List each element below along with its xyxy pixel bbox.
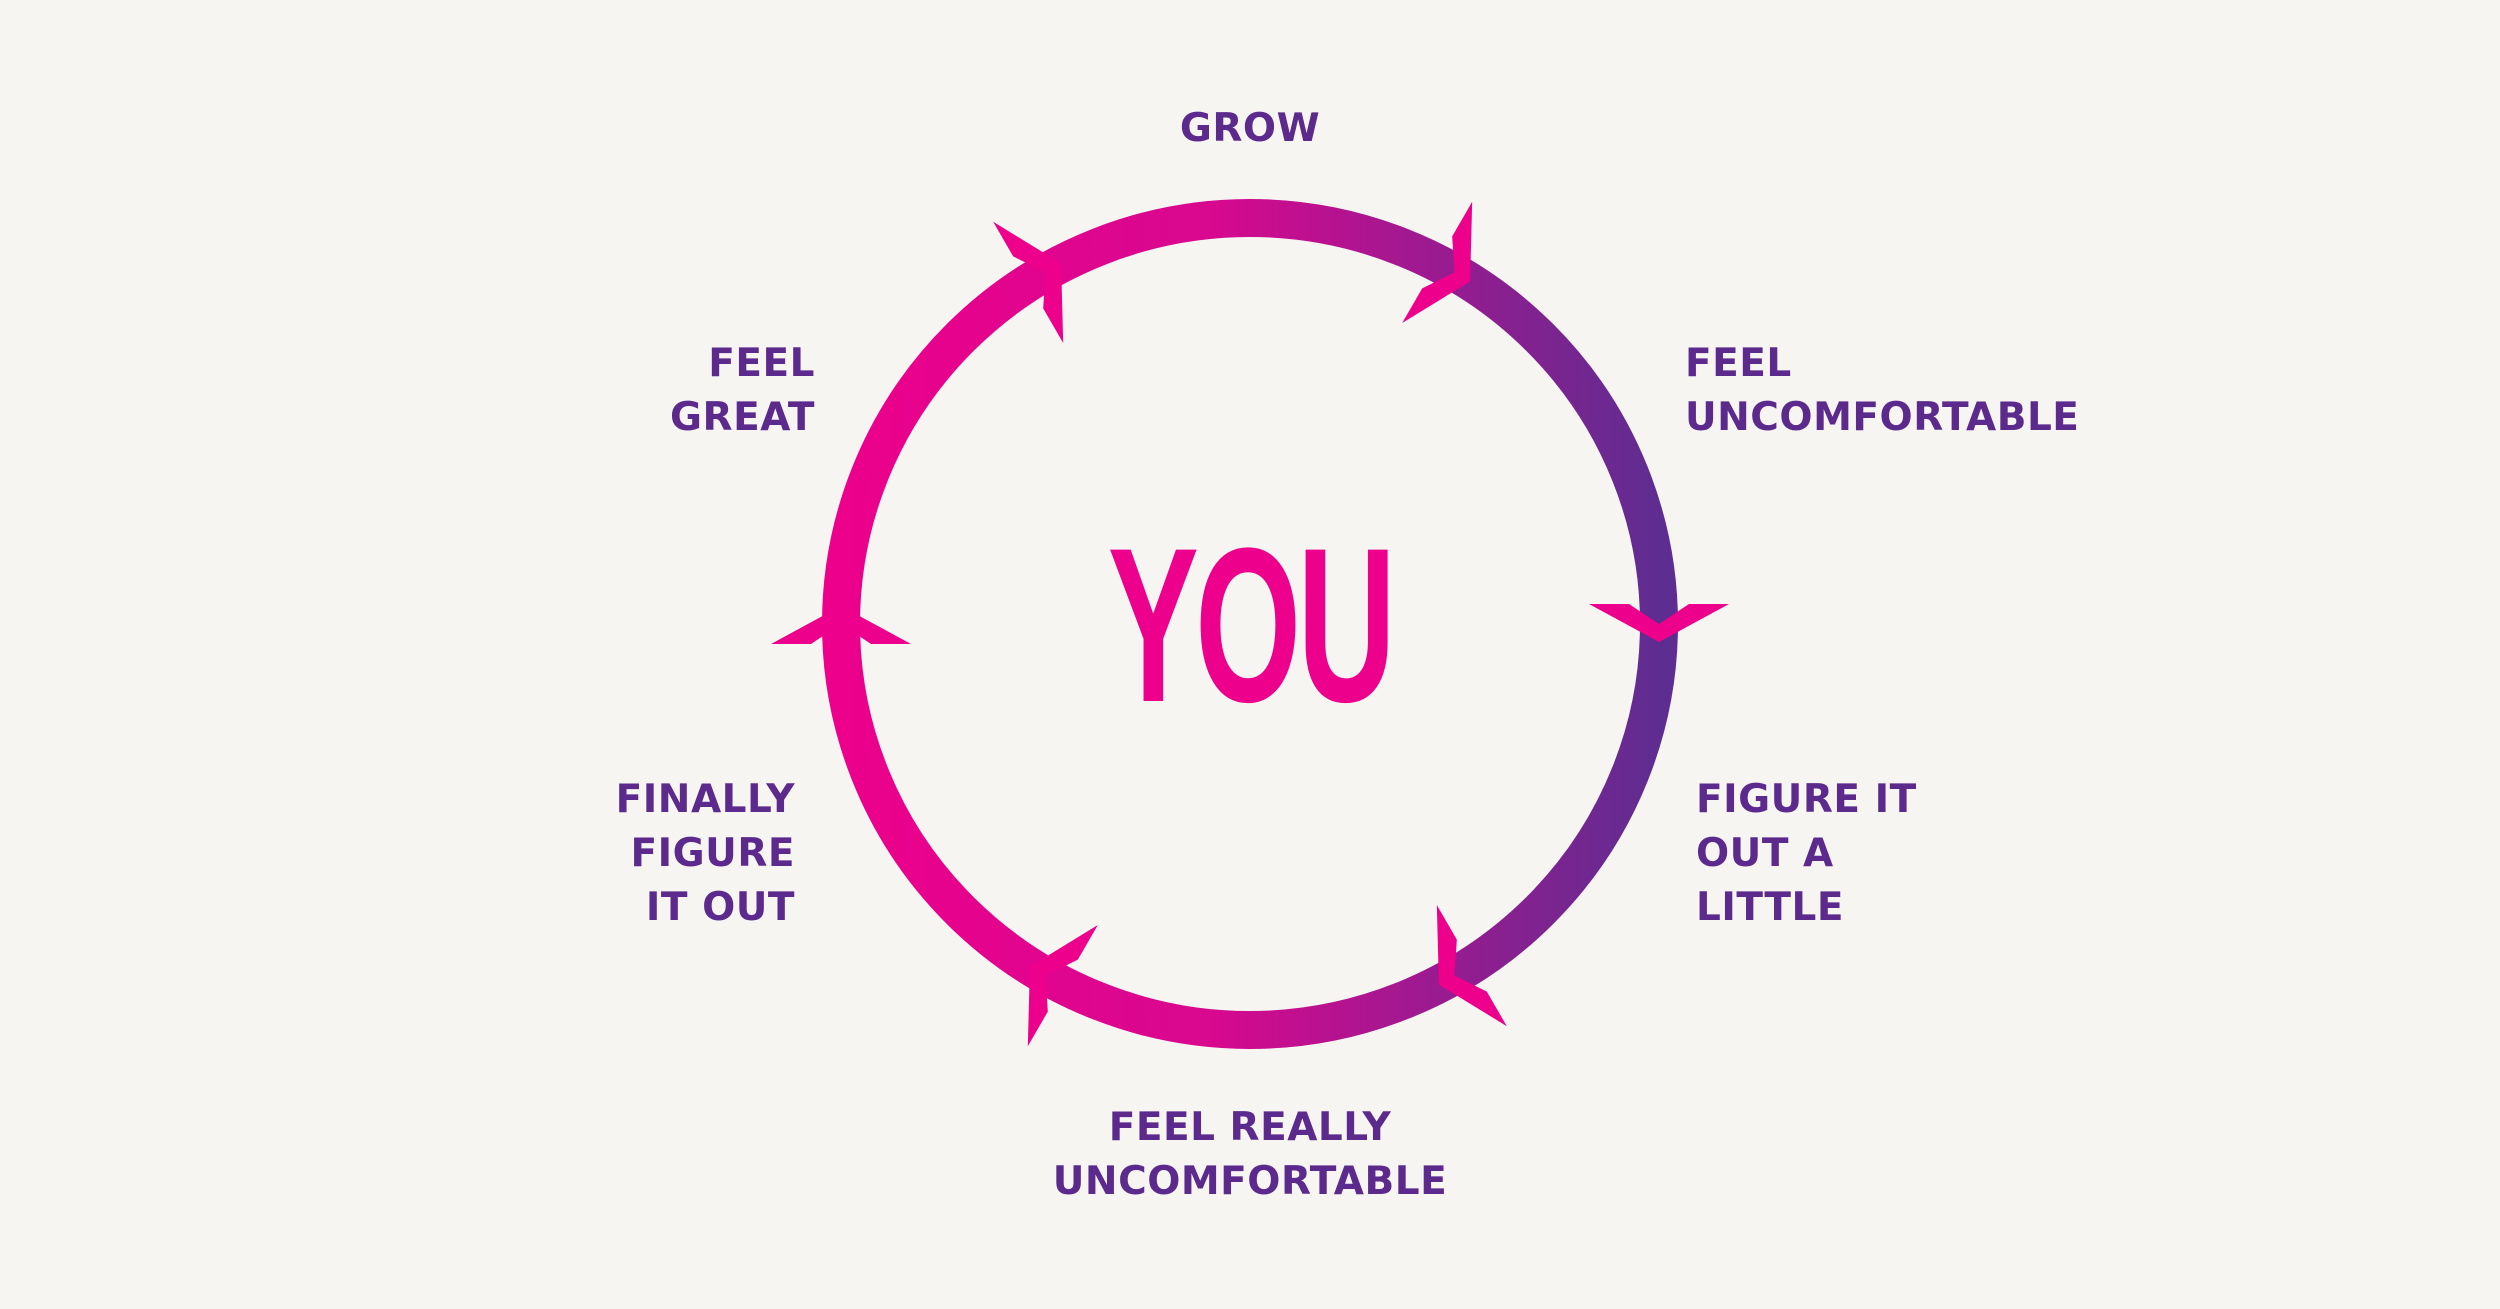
stage-label-feel-really-uncomfortable: FEEL REALLY UNCOMFORTABLE [1052, 1105, 1448, 1204]
chevron-arrow-icon [1589, 604, 1729, 642]
chevron-arrow-icon [771, 606, 911, 644]
stage-label-feel-great: FEEL GREAT [670, 341, 815, 440]
stage-label-feel-uncomfortable: FEEL UNCOMFORTABLE [1685, 341, 2080, 440]
stage-label-grow: GROW [1179, 106, 1321, 151]
stage-label-figure-it-out-a-little: FIGURE IT OUT A LITTLE [1696, 777, 1917, 930]
stage-label-finally-figure-it-out: FINALLY FIGURE IT OUT [615, 777, 795, 930]
center-label-you: YOU [1107, 502, 1396, 748]
